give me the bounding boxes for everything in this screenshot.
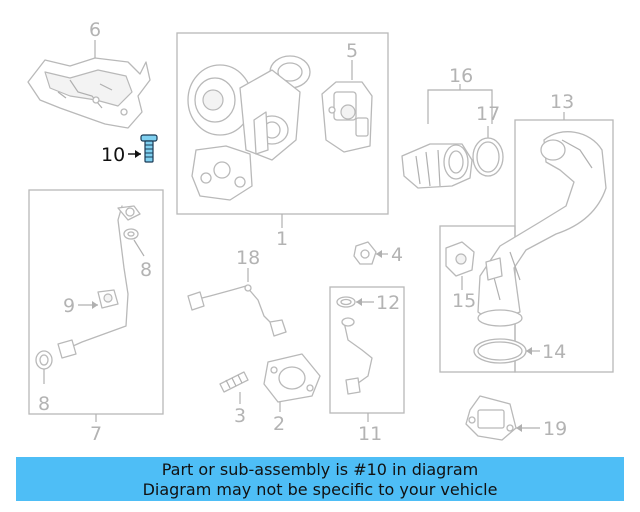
callout-10-arrow xyxy=(135,150,141,158)
callout-8b[interactable]: 8 xyxy=(38,393,50,415)
seal-12-part xyxy=(336,296,356,308)
callout-9[interactable]: 9 xyxy=(63,295,75,317)
turbocharger-part xyxy=(187,55,311,201)
callout-17[interactable]: 17 xyxy=(476,103,500,125)
callout-6[interactable]: 6 xyxy=(89,19,101,41)
callout-12-arrow xyxy=(356,298,362,306)
bolt-10-part[interactable] xyxy=(140,134,158,163)
banner-line-disclaimer: Diagram may not be specific to your vehi… xyxy=(142,480,498,499)
intake-seal-part xyxy=(472,137,504,177)
washer-8a-part xyxy=(123,228,139,240)
sensor-15-part xyxy=(445,241,503,281)
part-info-banner: Part or sub-assembly is #10 in diagram D… xyxy=(16,457,624,501)
banner-line-part-number: Part or sub-assembly is #10 in diagram xyxy=(161,460,479,479)
washer-8b-part xyxy=(35,350,53,370)
callout-8a[interactable]: 8 xyxy=(140,259,152,281)
callout-7[interactable]: 7 xyxy=(90,423,102,445)
coolant-line-frame xyxy=(329,286,405,414)
callout-4-arrow xyxy=(376,250,382,258)
gasket-part xyxy=(263,353,321,403)
callout-2[interactable]: 2 xyxy=(273,413,285,435)
callout-19-arrow xyxy=(516,424,522,432)
stud-part xyxy=(219,371,249,393)
callout-9-arrow xyxy=(92,301,98,309)
callout-18[interactable]: 18 xyxy=(236,247,260,269)
bracket-19-part xyxy=(465,395,517,441)
callout-15[interactable]: 15 xyxy=(452,290,476,312)
callout-1[interactable]: 1 xyxy=(276,228,288,250)
callout-12[interactable]: 12 xyxy=(376,292,400,314)
callout-11[interactable]: 11 xyxy=(358,423,382,445)
callout-4[interactable]: 4 xyxy=(391,244,403,266)
heat-shield-part xyxy=(27,57,151,129)
callout-16[interactable]: 16 xyxy=(449,65,473,87)
callout-5[interactable]: 5 xyxy=(346,40,358,62)
actuator-part xyxy=(321,81,373,153)
callout-3[interactable]: 3 xyxy=(234,405,246,427)
charge-air-pipe-part xyxy=(477,131,607,327)
callout-19[interactable]: 19 xyxy=(543,418,567,440)
oil-return-line-part xyxy=(187,284,287,337)
coolant-line-part xyxy=(341,317,373,395)
oil-feed-line-part xyxy=(57,205,141,359)
intake-connector-part xyxy=(401,143,473,189)
callout-13[interactable]: 13 xyxy=(550,91,574,113)
plug-part xyxy=(353,241,377,265)
o-ring-14-part xyxy=(473,338,527,364)
callout-10[interactable]: 10 xyxy=(101,144,125,166)
callout-14-arrow xyxy=(526,347,532,355)
callout-14[interactable]: 14 xyxy=(542,341,566,363)
